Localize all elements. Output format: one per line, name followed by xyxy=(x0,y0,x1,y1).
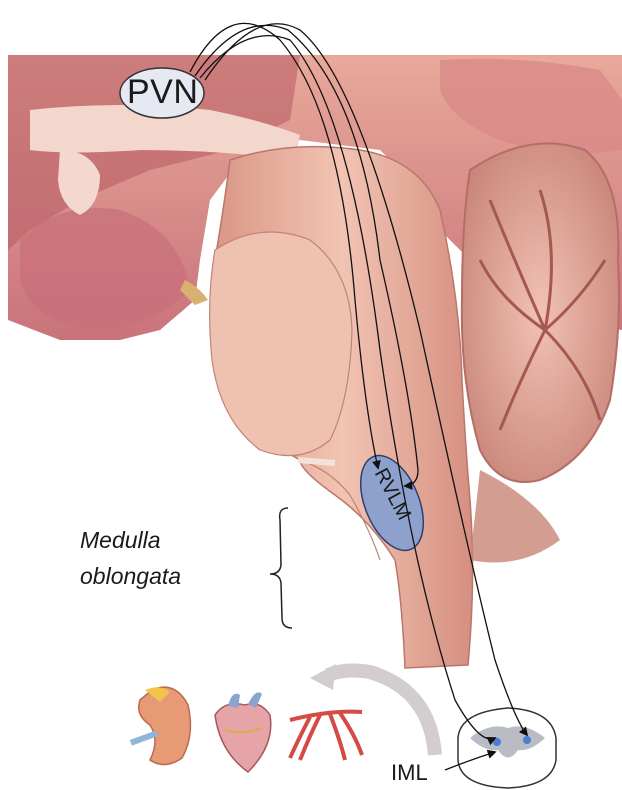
cerebellum xyxy=(462,143,619,562)
sympathetic-outflow-arrowhead xyxy=(310,664,336,690)
iml-label: IML xyxy=(391,760,428,786)
iml-right-dot xyxy=(523,736,531,744)
brainstem xyxy=(210,147,473,668)
medulla-label-line2: oblongata xyxy=(80,563,181,590)
heart-icon xyxy=(215,692,271,772)
pvn-label: PVN xyxy=(127,73,198,112)
iml-left-dot xyxy=(493,738,501,746)
medulla-bracket xyxy=(270,508,292,628)
medulla-label-line1: Medulla xyxy=(80,527,161,554)
kidney-icon xyxy=(130,687,191,764)
blood-vessel-icon xyxy=(290,712,362,760)
spinal-cord-section xyxy=(458,708,556,788)
